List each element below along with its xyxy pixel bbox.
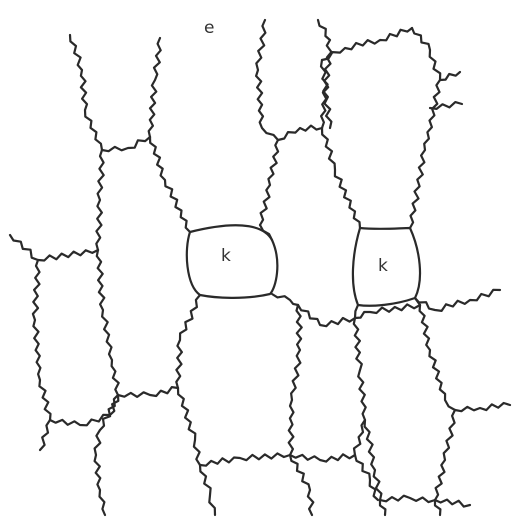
wall-right-lower-out-c (435, 500, 470, 507)
wall-left-cell-left (96, 150, 103, 250)
wall-lower-left-right (178, 388, 200, 465)
wall-upper-right-box-top (322, 28, 412, 60)
wall-middle-top-a (256, 20, 278, 140)
wall-lower-middle-floor (200, 453, 290, 465)
wall-upper-right-box-right (410, 28, 440, 228)
guard-cell-left (187, 225, 278, 298)
wall-right-out-a (440, 72, 460, 80)
wall-right-cell-top (415, 290, 500, 311)
wall-top-left-b (149, 38, 161, 137)
wall-far-left-cell-left (33, 260, 51, 420)
wall-guard-left-top-link (260, 225, 272, 240)
wall-far-left-top (10, 235, 98, 261)
wall-left-bottom-tail (40, 420, 50, 450)
wall-lower-left-floor (118, 387, 178, 397)
wall-left-cell-right (150, 137, 190, 232)
wall-top-left-a (70, 35, 102, 150)
wall-bottom-small-left (200, 465, 215, 515)
wall-right-lower-out-a (380, 500, 385, 515)
wall-guard-left-to-right (272, 294, 298, 305)
wall-right-cell-left-side (420, 305, 455, 410)
wall-guard-right-bottom-link (355, 305, 358, 318)
label-guard-cell-right-k: k (378, 258, 388, 275)
wall-guard-left-down (176, 295, 200, 388)
wall-bottom-mid-a (290, 455, 313, 515)
label-epidermis-e: e (204, 20, 214, 37)
wall-top-left-floor (102, 137, 150, 151)
wall-right-lower-floor (380, 496, 435, 502)
wall-lower-left-to-bottom (95, 395, 118, 515)
wall-right-cell-bottom-right (455, 403, 510, 411)
wall-middle-right-cell-left (289, 305, 302, 455)
label-guard-cell-left-k: k (221, 248, 231, 265)
wall-far-left-cell-right (97, 250, 119, 395)
wall-middle-right-bottom (290, 454, 355, 461)
wall-upper-right-box-left (322, 128, 360, 228)
wall-middle-right-cell-right (354, 318, 366, 455)
wall-middle-upper-floor (278, 126, 322, 140)
wall-middle-right-floor (298, 305, 355, 326)
wall-middle-left (260, 140, 278, 225)
wall-right-lower-right (435, 410, 455, 500)
